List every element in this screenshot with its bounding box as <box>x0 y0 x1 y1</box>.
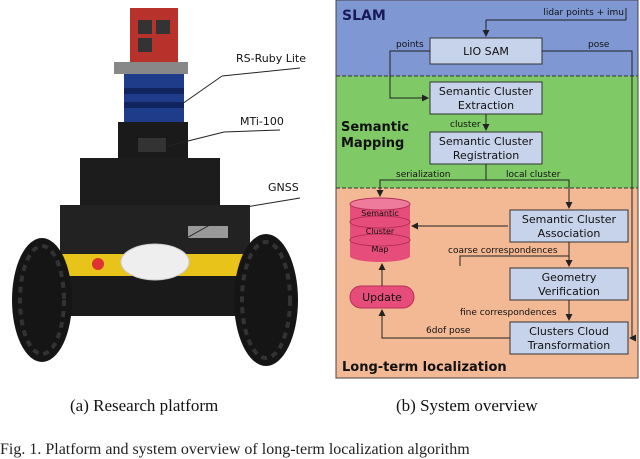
gnss-antenna <box>120 243 190 281</box>
system-overview-diagram: SLAM Semantic Mapping Long-term localiza… <box>335 0 639 379</box>
scr-label-1: Semantic Cluster <box>439 135 534 148</box>
edge-lidar-label: lidar points + imu <box>543 8 624 18</box>
lidar-sensor <box>124 74 184 122</box>
map-label-2: Cluster <box>366 227 395 236</box>
left-wheel <box>12 238 72 362</box>
edge-6dof-label: 6dof pose <box>426 326 471 336</box>
slam-label: SLAM <box>342 8 386 24</box>
cct-label-2: Transformation <box>527 339 611 352</box>
map-label-3: Map <box>372 245 389 254</box>
scr-label-2: Registration <box>453 149 519 162</box>
scr-node <box>429 131 543 165</box>
edge-fine-label: fine correspondences <box>460 308 557 318</box>
sca-label-1: Semantic Cluster <box>522 213 617 226</box>
caption-research-platform: (a) Research platform <box>70 396 219 415</box>
edge-pose-label: pose <box>588 40 610 50</box>
cct-node <box>509 321 629 355</box>
top-sensor <box>130 8 178 64</box>
semantic-label-line2: Mapping <box>341 136 404 151</box>
right-wheel <box>234 234 298 366</box>
callout-mti-100: MTi-100 <box>240 115 284 128</box>
lio-sam-label: LIO SAM <box>463 45 509 58</box>
research-platform-photo: RS-Ruby Lite MTi-100 GNSS <box>0 0 325 390</box>
sca-label-2: Association <box>538 227 601 240</box>
edge-cluster-label: cluster <box>450 120 481 130</box>
figure-caption: Fig. 1. Platform and system overview of … <box>0 441 470 458</box>
edge-points-label: points <box>396 40 424 50</box>
semantic-cluster-map-db <box>349 197 411 262</box>
edge-local-cluster-label: local cluster <box>506 170 561 180</box>
callout-rs-ruby-lite: RS-Ruby Lite <box>236 52 306 65</box>
long-term-label: Long-term localization <box>342 360 507 375</box>
sca-node <box>509 209 629 243</box>
caption-system-overview: (b) System overview <box>396 396 538 415</box>
gv-label-1: Geometry <box>542 271 597 284</box>
sce-label-2: Extraction <box>458 99 514 112</box>
edge-serialization-label: serialization <box>396 170 450 180</box>
semantic-label-line1: Semantic <box>341 120 409 135</box>
robot-illustration <box>12 8 301 366</box>
imu-unit <box>138 138 166 152</box>
update-label: Update <box>362 291 402 304</box>
sce-node <box>429 81 543 115</box>
callout-gnss: GNSS <box>268 181 299 194</box>
gv-node <box>509 267 629 301</box>
sce-label-1: Semantic Cluster <box>439 85 534 98</box>
gv-label-2: Verification <box>538 285 600 298</box>
cct-label-1: Clusters Cloud <box>529 325 609 338</box>
map-label-1: Semantic <box>361 209 399 218</box>
edge-coarse-label: coarse correspondences <box>448 246 558 256</box>
